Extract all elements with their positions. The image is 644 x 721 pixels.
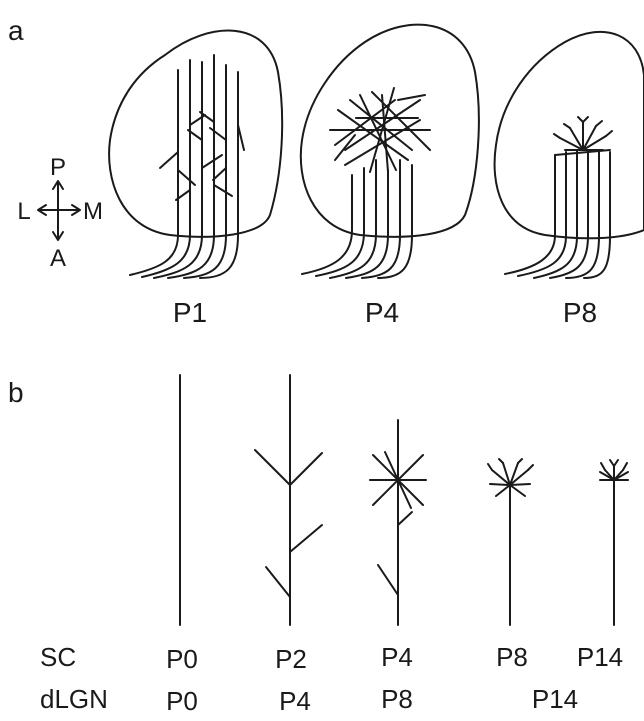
sc-age-p4: P4	[381, 642, 413, 672]
sc-age-p14: P14	[577, 642, 623, 672]
panel-label-a: a	[8, 15, 24, 46]
sc-morphology-p14	[600, 460, 628, 625]
compass-label-lateral: L	[17, 198, 30, 225]
stage-label-p1: P1	[173, 297, 207, 328]
sc-age-p0: P0	[166, 644, 198, 674]
compass-label-medial: M	[83, 198, 103, 225]
diagram-p8	[495, 32, 644, 278]
row-label-dlgn: dLGN	[40, 684, 108, 714]
orientation-compass	[38, 181, 80, 240]
axon-arbors-p8	[505, 117, 612, 278]
compass-label-posterior: P	[50, 154, 66, 181]
colliculus-outline-p1	[109, 31, 282, 237]
dlgn-age-p4: P4	[279, 686, 311, 716]
colliculus-outline-p8	[495, 32, 644, 238]
diagram-p4	[301, 25, 479, 278]
axon-arbors-p1	[130, 55, 244, 278]
compass-label-anterior: A	[50, 245, 66, 272]
stage-label-p8: P8	[563, 297, 597, 328]
sc-age-p2: P2	[275, 644, 307, 674]
sc-age-p8: P8	[496, 642, 528, 672]
sc-morphology-p8	[488, 459, 533, 625]
diagram-p1	[109, 31, 282, 278]
dlgn-age-p14: P14	[532, 684, 578, 714]
panel-label-b: b	[8, 377, 24, 408]
sc-morphology-p4	[370, 420, 426, 625]
row-label-sc: SC	[40, 642, 76, 672]
dlgn-age-p8: P8	[381, 684, 413, 714]
sc-morphology-p2	[255, 375, 322, 625]
stage-label-p4: P4	[365, 297, 399, 328]
axon-arbors-p4	[302, 88, 430, 278]
dlgn-age-p0: P0	[166, 686, 198, 716]
